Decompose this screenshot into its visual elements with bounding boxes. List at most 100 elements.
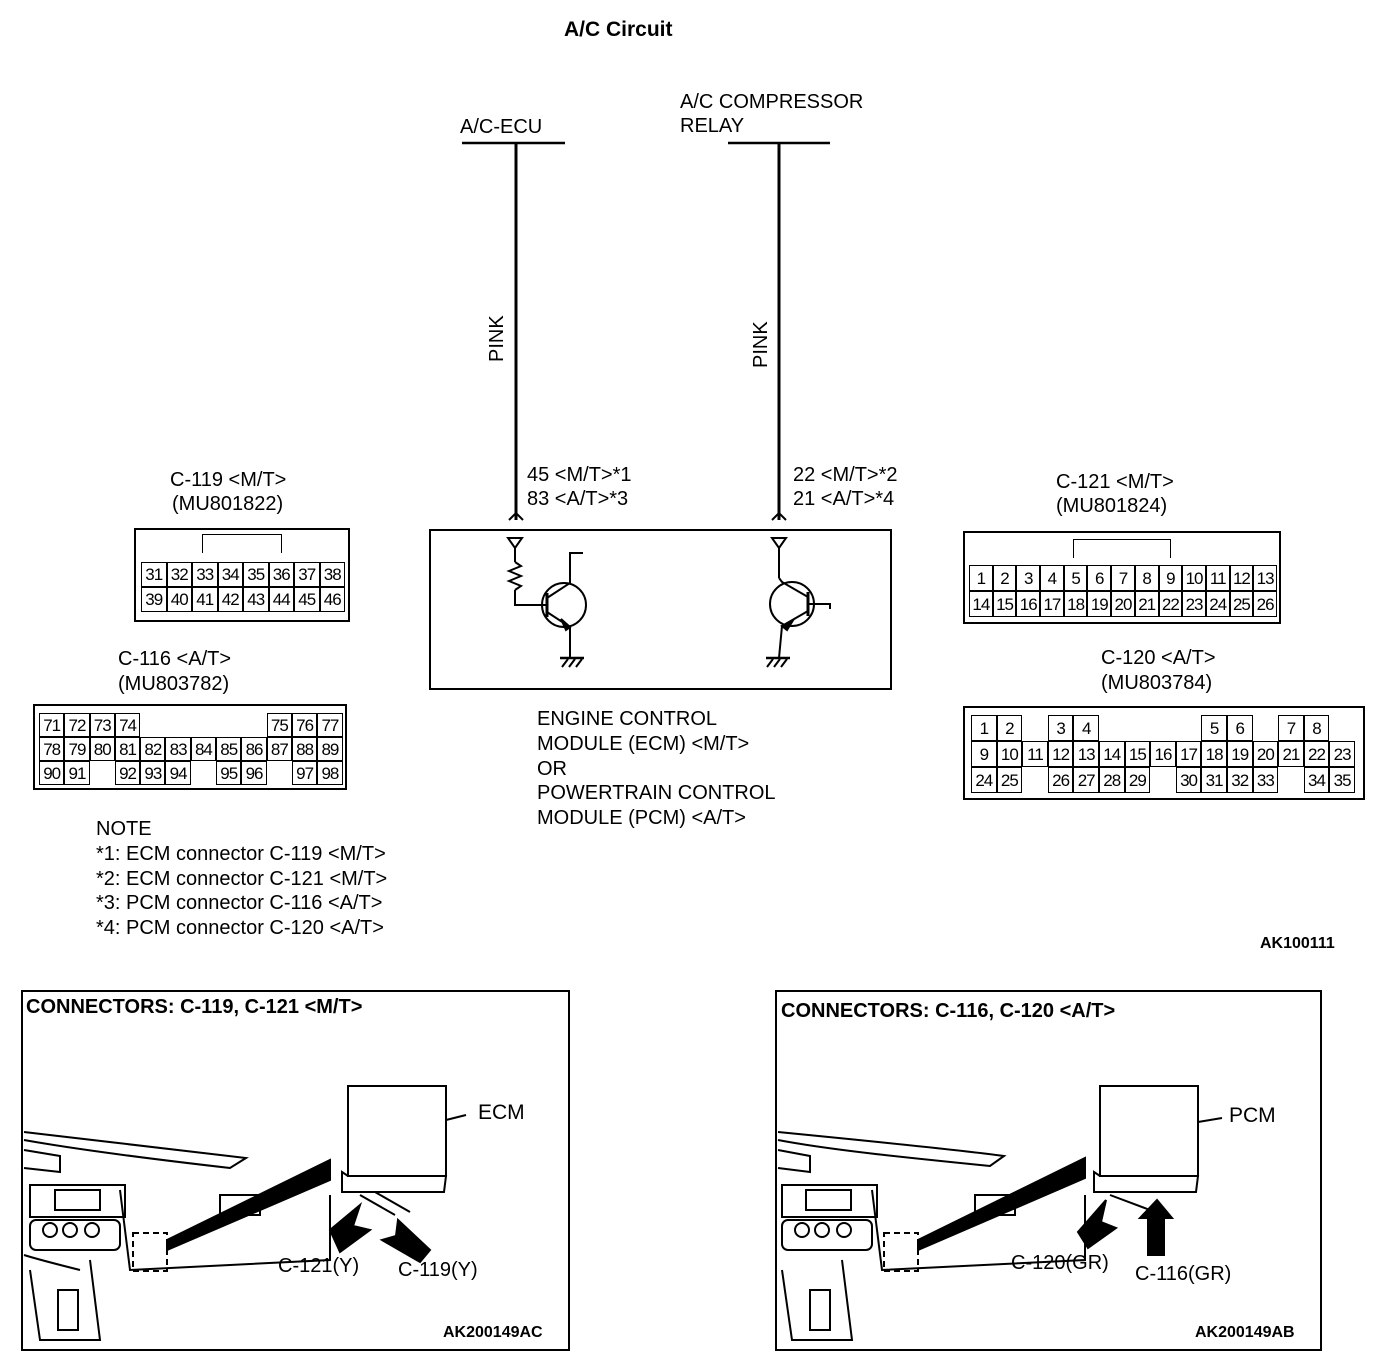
terminal-left-line2: 83 <A/T>*3 — [527, 488, 629, 510]
connector-pin-blank — [266, 761, 292, 785]
connector-pin: 32 — [166, 562, 192, 587]
connector-pin-blank — [190, 761, 217, 785]
connector-pin: 13 — [1073, 741, 1099, 767]
connector-pin: 34 — [1303, 767, 1330, 793]
input-marker-left — [506, 537, 524, 550]
terminal-chevron-left — [508, 511, 524, 521]
connector-pin: 92 — [114, 761, 141, 785]
connector-pin: 17 — [1040, 591, 1064, 617]
connector-pin: 2 — [996, 715, 1023, 741]
connector-pin: 86 — [241, 737, 267, 761]
module-label-3: OR — [537, 758, 567, 780]
note-item: *4: PCM connector C-120 <A/T> — [96, 917, 384, 939]
connector-pin: 10 — [996, 741, 1023, 767]
connector-pin: 29 — [1124, 767, 1151, 793]
panel-connectors-at: CONNECTORS: C-116, C-120 <A/T> PCM C-120… — [775, 990, 1322, 1351]
connector-pin: 37 — [294, 562, 320, 587]
connector-pin: 5 — [1063, 565, 1088, 591]
connector-pin: 27 — [1073, 767, 1099, 793]
connector-pin: 72 — [64, 713, 90, 737]
connector-pin: 12 — [1047, 741, 1074, 767]
connector-pin: 79 — [64, 737, 90, 761]
connector-pin: 21 — [1278, 741, 1304, 767]
connector-pin: 98 — [317, 761, 343, 785]
connector-pin-blank — [1124, 715, 1151, 741]
resistor — [506, 561, 524, 591]
input-marker-right — [770, 537, 788, 550]
ecm-module-box — [429, 529, 892, 690]
connector-pin: 26 — [1253, 591, 1277, 617]
relay-label-line1: A/C COMPRESSOR — [680, 91, 864, 113]
connector-pin-blank — [216, 713, 242, 737]
connector-pin: 78 — [39, 737, 65, 761]
connector-pin: 83 — [165, 737, 191, 761]
connector-pin: 6 — [1087, 565, 1112, 591]
connector-pin: 96 — [241, 761, 267, 785]
module-label-2: MODULE (ECM) <M/T> — [537, 733, 750, 755]
module-label-4: POWERTRAIN CONTROL — [537, 782, 776, 804]
c119-name: C-119 <M/T> — [170, 469, 287, 491]
connector-pin: 90 — [39, 761, 65, 785]
connector-pin: 9 — [971, 741, 997, 767]
connector-pin: 14 — [969, 591, 993, 617]
connector-pin: 17 — [1175, 741, 1202, 767]
relay-label-line2: RELAY — [680, 115, 745, 137]
connector-pin-blank — [1150, 767, 1176, 793]
connector-pin: 7 — [1278, 715, 1304, 741]
figure-code: AK200149AC — [443, 1324, 543, 1341]
connector-pin: 11 — [1205, 565, 1230, 591]
connector-pin: 22 — [1303, 741, 1330, 767]
connector-pin: 38 — [319, 562, 345, 587]
panel-title: CONNECTORS: C-116, C-120 <A/T> — [781, 1000, 1116, 1022]
connector-pin: 24 — [971, 767, 997, 793]
connector-pin: 7 — [1111, 565, 1135, 591]
connector-pin: 45 — [294, 587, 320, 612]
connector-pin: 35 — [243, 562, 269, 587]
c121-name: C-121 <M/T> — [1056, 471, 1174, 493]
terminal-left-line1: 45 <M/T>*1 — [527, 464, 632, 486]
connector-pin: 22 — [1158, 591, 1183, 617]
connector-pin: 25 — [996, 767, 1023, 793]
connector-pin: 10 — [1182, 565, 1206, 591]
connector-pin: 42 — [217, 587, 243, 612]
connector-pin: 11 — [1022, 741, 1048, 767]
connector-pin: 4 — [1073, 715, 1099, 741]
connector-pin: 18 — [1201, 741, 1227, 767]
connector-pin: 97 — [291, 761, 318, 785]
connector-pin: 95 — [216, 761, 242, 785]
connector-pin-blank — [190, 713, 217, 737]
connector-pin-blank — [241, 713, 267, 737]
note-item: *2: ECM connector C-121 <M/T> — [96, 868, 388, 890]
right-panel-illustration — [777, 1085, 1223, 1341]
connector-pin: 89 — [317, 737, 343, 761]
connector-pin: 46 — [319, 587, 345, 612]
connector-pin: 35 — [1329, 767, 1355, 793]
connector-pin: 23 — [1182, 591, 1206, 617]
connector-pin: 2 — [992, 565, 1017, 591]
connector-pin: 94 — [165, 761, 191, 785]
connector-pin: 44 — [268, 587, 294, 612]
connector-pin: 84 — [190, 737, 217, 761]
connector-pin: 4 — [1040, 565, 1064, 591]
figure-code: AK200149AB — [1195, 1324, 1295, 1341]
connector-pin: 21 — [1134, 591, 1159, 617]
connector-pin: 16 — [1016, 591, 1041, 617]
connector-pin: 30 — [1175, 767, 1202, 793]
connector-pin: 12 — [1229, 565, 1254, 591]
connector-pin: 36 — [268, 562, 294, 587]
connector-pin: 85 — [216, 737, 242, 761]
connector-pin: 41 — [192, 587, 218, 612]
connector-pin: 76 — [291, 713, 318, 737]
module-callout: ECM — [478, 1101, 525, 1124]
module-label-5: MODULE (PCM) <A/T> — [537, 807, 746, 829]
ac-ecu-label: A/C-ECU — [460, 116, 543, 138]
connector-pin: 81 — [114, 737, 141, 761]
connector-pin-blank — [1022, 715, 1048, 741]
connector-pin: 39 — [141, 587, 167, 612]
connector-pin: 91 — [64, 761, 90, 785]
c119-part: (MU801822) — [172, 493, 284, 515]
